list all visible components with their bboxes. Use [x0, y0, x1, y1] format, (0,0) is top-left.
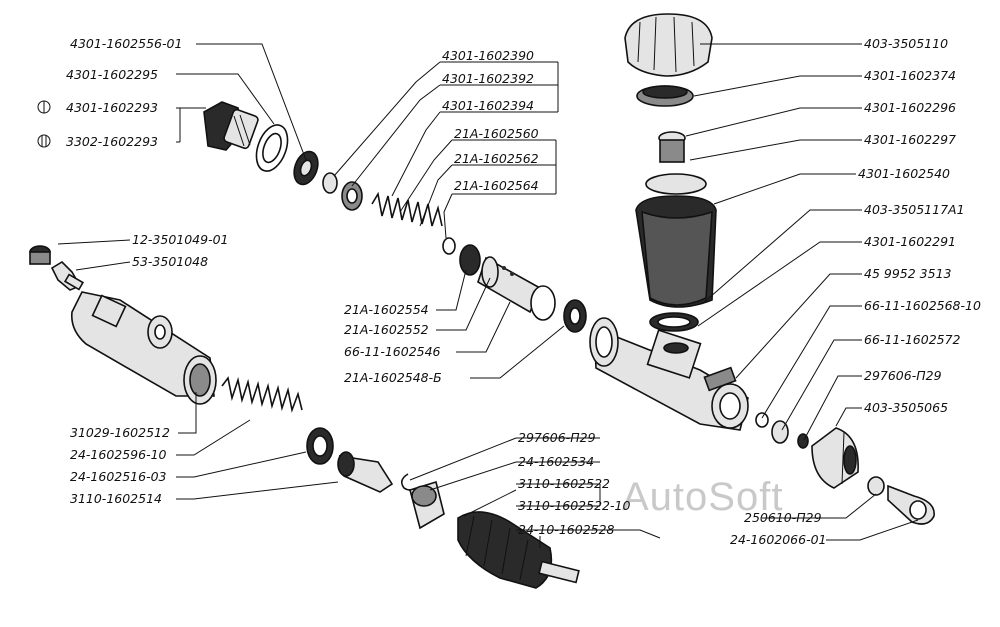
- part-label: 24-1602066-01: [730, 532, 827, 547]
- variant-marker-2: [37, 134, 51, 148]
- gasket-ring: [867, 476, 885, 496]
- cup-seal: [563, 299, 587, 333]
- part-label: 45 9952 3513: [864, 266, 952, 281]
- part-label: 12-3501049-01: [132, 232, 229, 247]
- part-label: 21A-1602548-Б: [344, 370, 442, 385]
- reservoir-seal: [649, 312, 699, 332]
- bleed-cap: [29, 245, 51, 265]
- spring-cup: [442, 237, 456, 255]
- part-label: 4301-1602293: [66, 100, 158, 115]
- spring-seat: [341, 181, 363, 211]
- reservoir-cap: [624, 13, 713, 77]
- washer-small: [755, 412, 769, 428]
- part-label: 250610-П29: [744, 510, 822, 525]
- fitting: [658, 131, 686, 163]
- part-label: 53-3501048: [132, 254, 208, 269]
- banjo-fitting: [887, 484, 935, 525]
- part-label: 3110-1602522-10: [518, 498, 630, 513]
- small-ring: [322, 172, 338, 194]
- part-label: 24-1602596-10: [70, 447, 167, 462]
- part-label: 24-10-1602528: [518, 522, 615, 537]
- part-label: 4301-1602374: [864, 68, 956, 83]
- retaining-ring: [400, 473, 417, 491]
- hose-nut: [811, 427, 859, 489]
- part-label: 3110-1602514: [70, 491, 162, 506]
- part-label: 21A-1602562: [454, 151, 539, 166]
- part-label: 4301-1602390: [442, 48, 534, 63]
- part-label: 297606-П29: [518, 430, 596, 445]
- variant-marker-1: [37, 100, 51, 114]
- part-label: 21A-1602554: [344, 302, 429, 317]
- piston-seal: [459, 244, 481, 276]
- part-label: 66-11-1602546: [344, 344, 441, 359]
- part-label: 4301-1602291: [864, 234, 956, 249]
- part-label: 24-1602534: [518, 454, 594, 469]
- seal-ring: [293, 150, 319, 186]
- master-cylinder-body: [589, 317, 749, 431]
- part-label: 21A-1602552: [344, 322, 429, 337]
- part-label: 4301-1602556-01: [70, 36, 182, 51]
- part-label: 4301-1602394: [442, 98, 534, 113]
- piston-cup: [306, 427, 334, 465]
- piston: [477, 256, 556, 321]
- part-label: 297606-П29: [864, 368, 942, 383]
- part-label: 4301-1602295: [66, 67, 158, 82]
- part-label: 4301-1602540: [858, 166, 950, 181]
- part-label: 66-11-1602572: [864, 332, 961, 347]
- watermark: AutoSoft: [622, 475, 783, 519]
- return-spring: [221, 376, 303, 413]
- bleed-valve: [50, 260, 85, 291]
- label-group: 4301-1602556-01 4301-1602295 4301-160229…: [37, 36, 981, 547]
- part-label: 3302-1602293: [66, 134, 158, 149]
- part-label: 31029-1602512: [70, 425, 170, 440]
- part-label: 24-1602516-03: [70, 469, 167, 484]
- part-label: 403-3505117A1: [864, 202, 965, 217]
- part-label: 3110-1602522: [518, 476, 610, 491]
- pushrod-stop: [409, 480, 445, 530]
- leader-lines: [57, 43, 919, 548]
- washer: [255, 124, 289, 172]
- part-label: 403-3505065: [864, 400, 948, 415]
- threaded-plug: [203, 101, 259, 151]
- pushrod: [538, 560, 580, 584]
- clutch-cylinder-body: [70, 291, 217, 405]
- part-label: 4301-1602392: [442, 71, 534, 86]
- part-label: 66-11-1602568-10: [864, 298, 981, 313]
- filter-screen: [636, 85, 694, 107]
- piston-spring: [371, 191, 443, 227]
- reservoir-body: [635, 173, 717, 308]
- part-label: 403-3505110: [864, 36, 948, 51]
- lower-piston: [337, 451, 394, 493]
- part-label: 21A-1602564: [454, 178, 539, 193]
- part-label: 4301-1602296: [864, 100, 956, 115]
- part-label: 21A-1602560: [454, 126, 539, 141]
- part-label: 4301-1602297: [864, 132, 956, 147]
